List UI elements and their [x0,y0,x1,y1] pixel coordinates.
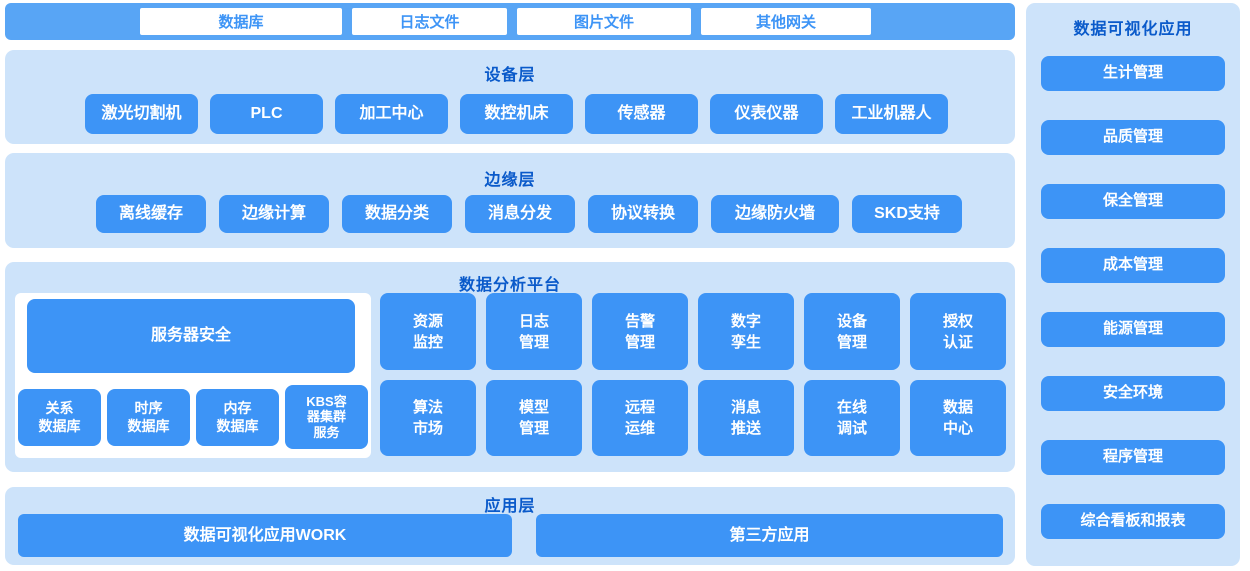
sidebar-title: 数据可视化应用 [1073,21,1193,38]
platform-service-grid: 资源 监控 日志 管理 告警 管理 数字 孪生 设备 管理 授权 认证 算法 市… [380,293,1006,456]
device-layer-row: 激光切割机 PLC 加工中心 数控机床 传感器 仪表仪器 工业机器人 [85,94,948,134]
application-layer-row: 数据可视化应用WORK 第三方应用 [18,514,1003,557]
gateway-item-log-file[interactable]: 日志文件 [352,8,507,35]
gateway-item-image-file[interactable]: 图片文件 [517,8,691,35]
service-resource-monitoring[interactable]: 资源 监控 [380,293,476,370]
edge-item-message-dispatch[interactable]: 消息分发 [465,195,575,233]
sidebar-item-maintenance-management[interactable]: 保全管理 [1041,184,1225,219]
sidebar-item-production-management[interactable]: 生计管理 [1041,56,1225,91]
edge-item-protocol-conversion[interactable]: 协议转换 [588,195,698,233]
sidebar-item-energy-management[interactable]: 能源管理 [1041,312,1225,347]
database-subpanel: 服务器安全 关系 数据库 时序 数据库 内存 数据库 KBS容 器集群 服务 [15,293,371,458]
device-item-plc[interactable]: PLC [210,94,323,134]
service-device-management[interactable]: 设备 管理 [804,293,900,370]
sidebar-item-safety-environment[interactable]: 安全环境 [1041,376,1225,411]
sidebar-item-program-management[interactable]: 程序管理 [1041,440,1225,475]
service-message-push[interactable]: 消息 推送 [698,380,794,456]
device-layer-title: 设备层 [484,67,536,84]
data-visualization-sidebar: 数据可视化应用 生计管理 品质管理 保全管理 成本管理 能源管理 安全环境 程序… [1026,3,1240,566]
server-security-button[interactable]: 服务器安全 [27,299,355,373]
db-item-relational[interactable]: 关系 数据库 [18,388,101,446]
edge-item-offline-cache[interactable]: 离线缓存 [96,195,206,233]
service-remote-ops[interactable]: 远程 运维 [592,380,688,456]
gateway-item-database[interactable]: 数据库 [140,8,342,35]
device-item-sensor[interactable]: 传感器 [585,94,698,134]
gateway-item-other-gateway[interactable]: 其他网关 [701,8,871,35]
device-layer-panel: 设备层 激光切割机 PLC 加工中心 数控机床 传感器 仪表仪器 工业机器人 [5,50,1015,144]
device-item-industrial-robot[interactable]: 工业机器人 [835,94,948,134]
service-auth-certification[interactable]: 授权 认证 [910,293,1006,370]
db-item-in-memory[interactable]: 内存 数据库 [196,388,279,446]
edge-item-edge-firewall[interactable]: 边缘防火墙 [711,195,839,233]
device-item-machining-center[interactable]: 加工中心 [335,94,448,134]
edge-item-data-classification[interactable]: 数据分类 [342,195,452,233]
device-item-instrument[interactable]: 仪表仪器 [710,94,823,134]
edge-item-skd-support[interactable]: SKD支持 [852,195,962,233]
edge-layer-row: 离线缓存 边缘计算 数据分类 消息分发 协议转换 边缘防火墙 SKD支持 [96,195,962,233]
edge-layer-panel: 边缘层 离线缓存 边缘计算 数据分类 消息分发 协议转换 边缘防火墙 SKD支持 [5,153,1015,248]
service-online-debug[interactable]: 在线 调试 [804,380,900,456]
application-layer-panel: 应用层 数据可视化应用WORK 第三方应用 [5,487,1015,565]
service-algorithm-market[interactable]: 算法 市场 [380,380,476,456]
db-item-time-series[interactable]: 时序 数据库 [107,388,190,446]
data-analysis-platform-panel: 数据分析平台 服务器安全 关系 数据库 时序 数据库 内存 数据库 KBS容 器… [5,262,1015,472]
service-model-management[interactable]: 模型 管理 [486,380,582,456]
service-alert-management[interactable]: 告警 管理 [592,293,688,370]
sidebar-item-quality-management[interactable]: 品质管理 [1041,120,1225,155]
edge-item-edge-computing[interactable]: 边缘计算 [219,195,329,233]
service-data-center[interactable]: 数据 中心 [910,380,1006,456]
sidebar-item-dashboard-reports[interactable]: 综合看板和报表 [1041,504,1225,539]
database-row: 关系 数据库 时序 数据库 内存 数据库 KBS容 器集群 服务 [18,385,368,449]
app-item-third-party[interactable]: 第三方应用 [536,514,1003,557]
service-log-management[interactable]: 日志 管理 [486,293,582,370]
platform-title: 数据分析平台 [458,277,561,294]
app-item-data-visualization-work[interactable]: 数据可视化应用WORK [18,514,512,557]
gateway-bar: 数据库 日志文件 图片文件 其他网关 [5,3,1015,40]
service-digital-twin[interactable]: 数字 孪生 [698,293,794,370]
device-item-laser-cutter[interactable]: 激光切割机 [85,94,198,134]
edge-layer-title: 边缘层 [484,172,536,189]
sidebar-item-cost-management[interactable]: 成本管理 [1041,248,1225,283]
application-layer-title: 应用层 [484,498,536,515]
device-item-cnc-machine[interactable]: 数控机床 [460,94,573,134]
db-item-kbs-container-cluster[interactable]: KBS容 器集群 服务 [285,385,368,449]
